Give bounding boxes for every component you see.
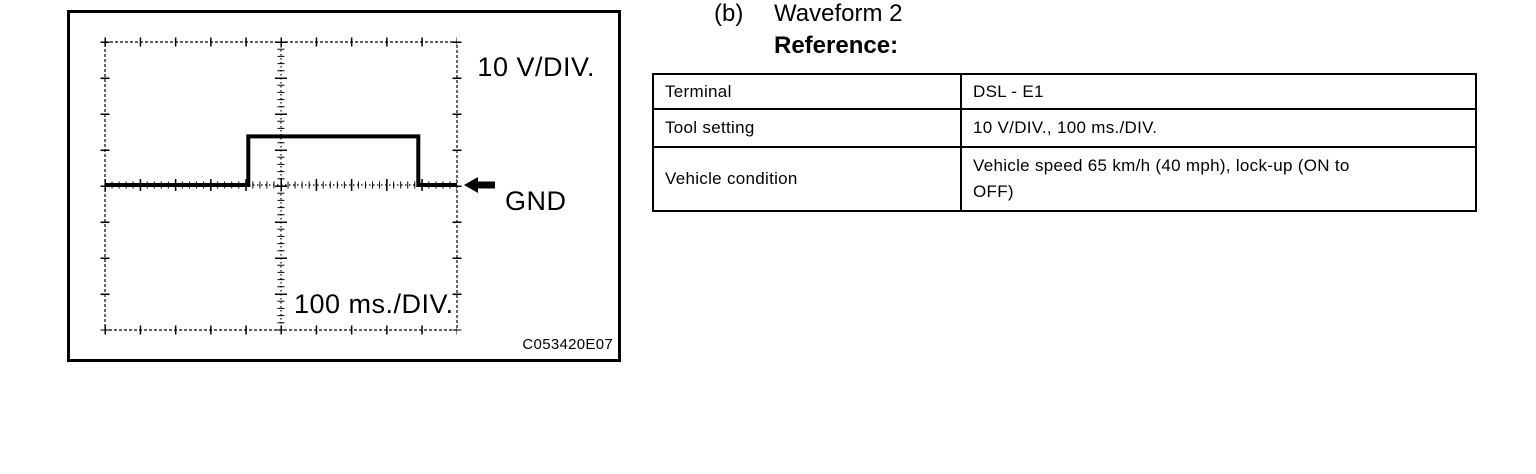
gnd-arrow-icon xyxy=(464,177,495,193)
row-value-line: Vehicle speed 65 km/h (40 mph), lock-up … xyxy=(973,156,1350,175)
table-row-vehicle-condition: Vehicle condition Vehicle speed 65 km/h … xyxy=(652,146,1477,212)
row-value: Vehicle speed 65 km/h (40 mph), lock-up … xyxy=(960,146,1477,212)
oscilloscope-diagram xyxy=(67,10,621,362)
row-label: Terminal xyxy=(652,73,962,110)
row-value-line: OFF) xyxy=(973,182,1014,201)
section-index: (b) xyxy=(714,0,744,27)
reference-label: Reference: xyxy=(774,32,899,59)
reference-table: Terminal DSL - E1 Tool setting 10 V/DIV.… xyxy=(652,73,1477,212)
table-row-tool-setting: Tool setting 10 V/DIV., 100 ms./DIV. xyxy=(652,108,1477,148)
row-label: Vehicle condition xyxy=(652,146,962,212)
volts-per-div-label: 10 V/DIV. xyxy=(477,52,595,82)
row-value: DSL - E1 xyxy=(960,73,1477,110)
table-row-terminal: Terminal DSL - E1 xyxy=(652,73,1477,110)
section-title: Waveform 2 xyxy=(774,0,903,27)
row-label: Tool setting xyxy=(652,108,962,148)
time-per-div-label: 100 ms./DIV. xyxy=(294,289,454,319)
waveform-trace xyxy=(105,134,457,187)
figure-code: C053420E07 xyxy=(522,336,613,353)
row-value: 10 V/DIV., 100 ms./DIV. xyxy=(960,108,1477,148)
waveform-figure: 10 V/DIV. GND 100 ms./DIV. C053420E07 xyxy=(67,10,621,362)
gnd-label: GND xyxy=(505,186,567,216)
